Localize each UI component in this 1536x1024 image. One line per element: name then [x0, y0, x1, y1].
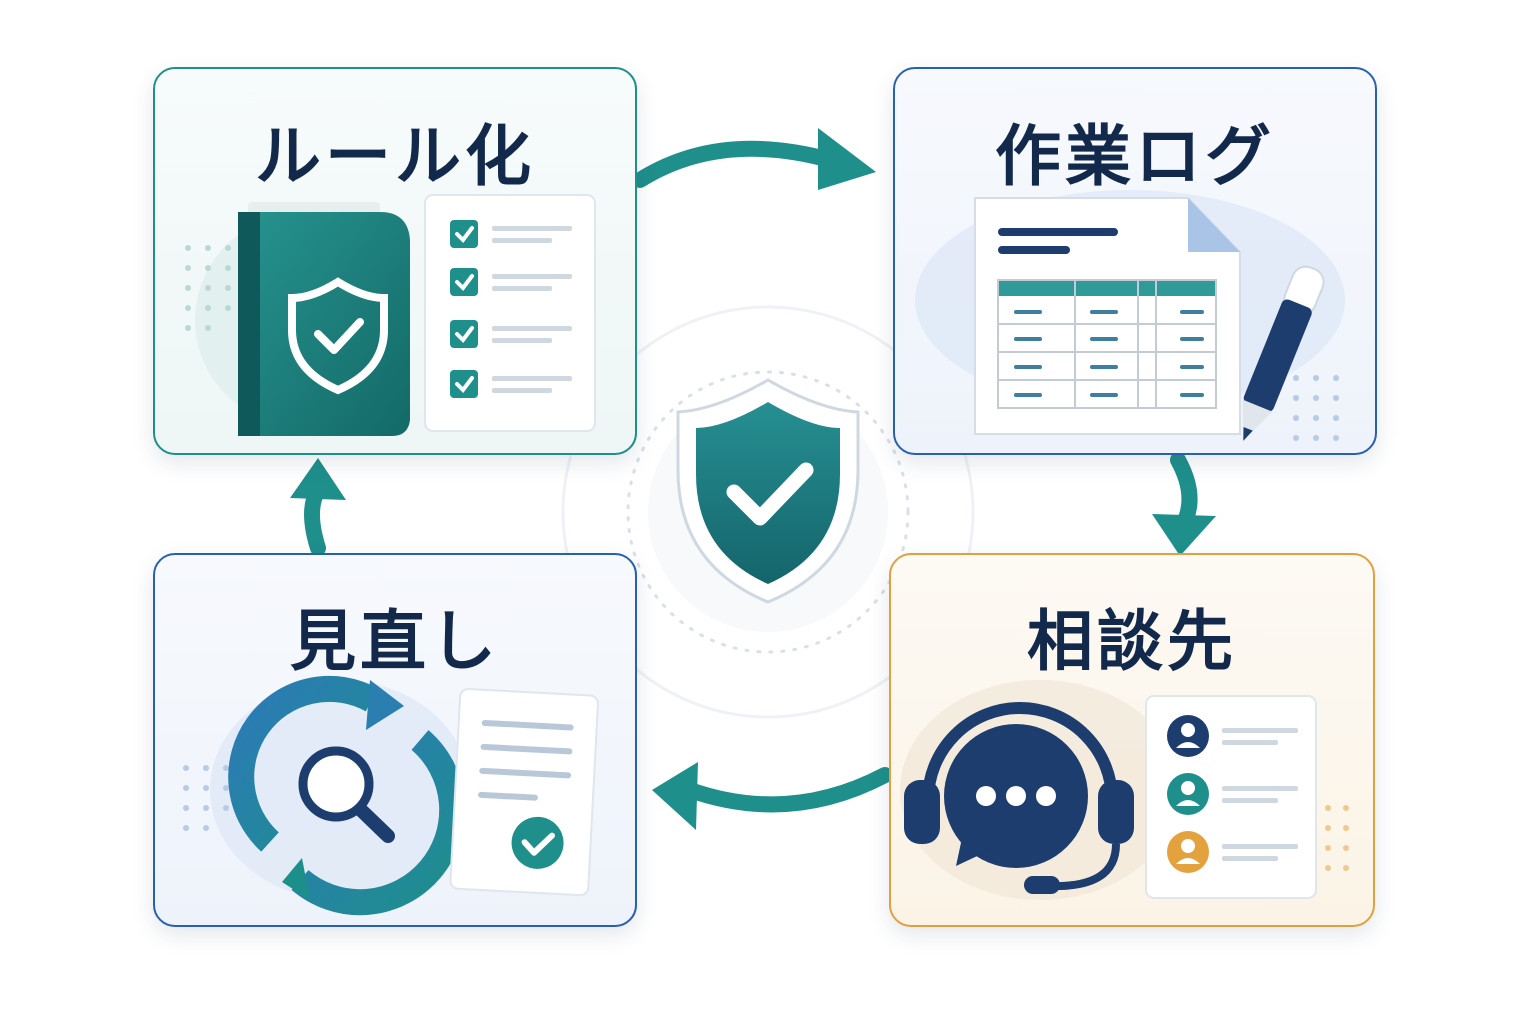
headset-chat-icon [904, 702, 1134, 894]
dots-decor [185, 245, 231, 331]
contact-list-icon [1145, 695, 1317, 899]
shield-check-icon [676, 378, 860, 604]
card-rules-title: ルール化 [255, 118, 535, 195]
approved-document-icon [449, 688, 599, 897]
magnifier-icon [298, 746, 395, 843]
refresh-cycle-icon [228, 675, 466, 916]
cycle-arrowhead-top [366, 680, 404, 730]
dots-decor [1293, 375, 1339, 441]
arrowhead-left [652, 762, 698, 830]
arrowhead-down [1152, 514, 1216, 556]
checklist-icon [424, 194, 596, 432]
card-contact-title: 相談先 [1027, 603, 1237, 680]
pen-icon [1242, 265, 1325, 441]
arrowhead-up [290, 458, 346, 500]
dots-decor [1325, 805, 1349, 871]
arrowhead-right [818, 128, 876, 190]
arrow-rules-to-log [632, 140, 838, 188]
rulebook-shield-icon [238, 202, 410, 436]
spreadsheet-document-icon [974, 197, 1241, 435]
card-review-title: 見直し [290, 603, 500, 680]
card-log-title: 作業ログ [995, 118, 1275, 195]
arrow-contact-to-review [682, 767, 893, 813]
cycle-arrowhead-bottom [282, 858, 310, 900]
dots-decor [183, 765, 229, 831]
